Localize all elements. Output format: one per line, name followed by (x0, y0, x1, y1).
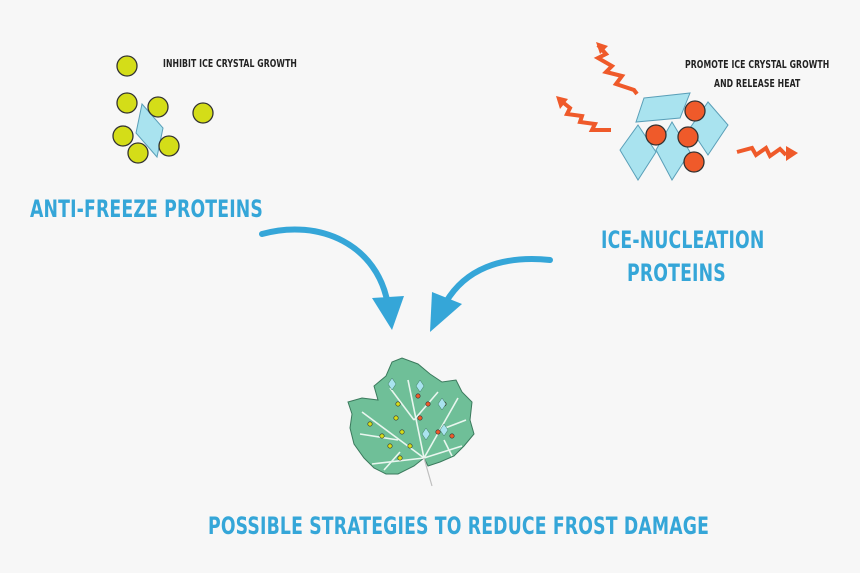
yellow-protein-icon (158, 135, 180, 157)
grape-leaf-icon (347, 357, 475, 487)
yellow-protein-icon (116, 55, 138, 77)
yellow-protein-icon (192, 102, 214, 124)
ice-crystal-icon (635, 92, 691, 123)
yellow-protein-icon (116, 92, 138, 114)
ice-nucleation-cluster (556, 42, 798, 181)
anti-freeze-title: ANTI-FREEZE PROTEINS (30, 195, 263, 223)
promote-label-line2: AND RELEASE HEAT (714, 78, 801, 90)
zigzag-heat-arrow-icon (736, 145, 788, 159)
orange-protein-icon (683, 151, 705, 173)
arrowhead (372, 296, 404, 330)
yellow-protein-icon (127, 142, 149, 164)
curved-arrow-icon (443, 256, 553, 305)
orange-protein-icon (677, 126, 699, 148)
ice-crystal-icon (135, 102, 164, 159)
orange-protein-icon (645, 124, 667, 146)
zigzag-heat-arrow-icon (593, 43, 639, 96)
strategies-caption: POSSIBLE STRATEGIES TO REDUCE FROST DAMA… (208, 512, 710, 540)
zigzag-heat-arrow-icon (558, 98, 611, 132)
ice-nucleation-title-line2: PROTEINS (627, 259, 726, 287)
promote-label-line1: PROMOTE ICE CRYSTAL GROWTH (685, 59, 830, 71)
curved-arrow-icon (259, 226, 391, 308)
arrowhead (430, 292, 462, 332)
ice-nucleation-title-line1: ICE-NUCLEATION (601, 226, 765, 254)
yellow-protein-icon (112, 125, 134, 147)
anti-freeze-cluster (112, 55, 214, 164)
yellow-protein-icon (147, 96, 169, 118)
orange-protein-icon (684, 100, 706, 122)
inhibit-label: INHIBIT ICE CRYSTAL GROWTH (163, 58, 298, 70)
